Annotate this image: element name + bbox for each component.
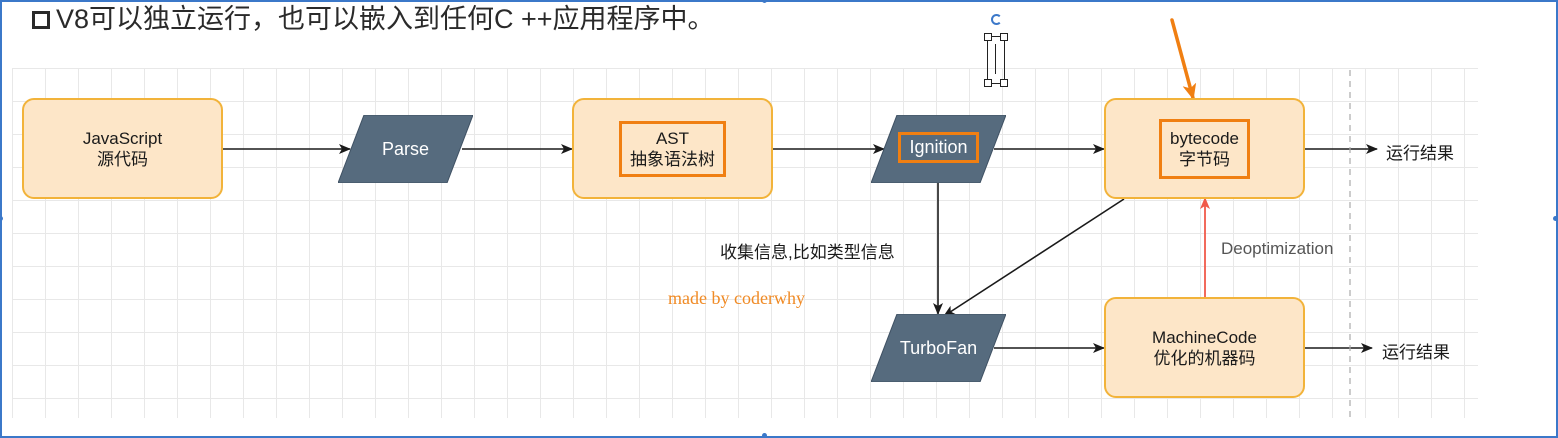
bytecode-highlight-box: bytecode 字节码 (1159, 118, 1250, 179)
credit-text: made by coderwhy (668, 288, 805, 308)
title-text: V8可以独立运行，也可以嵌入到任何C ++应用程序中。 (56, 4, 715, 34)
node-turbofan-label: TurboFan (899, 337, 978, 358)
node-parse-label: Parse (381, 138, 430, 159)
label-result-bottom: 运行结果 (1382, 343, 1450, 362)
node-bytecode[interactable]: bytecode 字节码 (1104, 98, 1305, 199)
node-ignition[interactable]: Ignition (871, 115, 1006, 183)
node-source-line1: JavaScript (82, 128, 163, 148)
resize-handle-top[interactable] (762, 0, 767, 3)
resize-handle-right[interactable] (1553, 216, 1558, 221)
node-ast[interactable]: AST 抽象语法树 (572, 98, 773, 199)
rotate-handle-icon[interactable] (991, 14, 1002, 25)
checkbox-bullet-icon (32, 11, 50, 29)
node-javascript-source[interactable]: JavaScript 源代码 (22, 98, 223, 199)
resize-handle-bottom[interactable] (762, 433, 767, 438)
selection-box[interactable] (987, 36, 1005, 84)
label-deoptimization: Deoptimization (1221, 239, 1334, 258)
label-result-top: 运行结果 (1386, 144, 1454, 163)
label-collect-info: 收集信息,比如类型信息 (720, 243, 895, 262)
node-machinecode-line1: MachineCode (1152, 327, 1257, 347)
selection-handle-br[interactable] (1000, 79, 1008, 87)
pointer-arrow-orange (1170, 18, 1197, 100)
arrow-bytecode-to-turbofan (943, 198, 1125, 317)
selection-handle-tr[interactable] (1000, 33, 1008, 41)
slide-title: V8可以独立运行，也可以嵌入到任何C ++应用程序中。 (32, 2, 715, 36)
node-ignition-label: Ignition (898, 131, 979, 163)
text-cursor (995, 44, 996, 74)
node-machinecode-line2: 优化的机器码 (1153, 348, 1256, 368)
node-turbofan[interactable]: TurboFan (871, 314, 1006, 382)
resize-handle-left[interactable] (0, 216, 3, 221)
node-source-line2: 源代码 (97, 149, 148, 169)
node-ast-line2: 抽象语法树 (630, 149, 715, 169)
ast-highlight-box: AST 抽象语法树 (619, 120, 726, 177)
node-bytecode-line2: 字节码 (1179, 149, 1230, 169)
selection-handle-bl[interactable] (984, 79, 992, 87)
node-machinecode[interactable]: MachineCode 优化的机器码 (1104, 297, 1305, 398)
node-ast-line1: AST (655, 128, 690, 148)
selection-handle-tl[interactable] (984, 33, 992, 41)
node-bytecode-line1: bytecode (1170, 128, 1239, 148)
node-parse[interactable]: Parse (338, 115, 473, 183)
